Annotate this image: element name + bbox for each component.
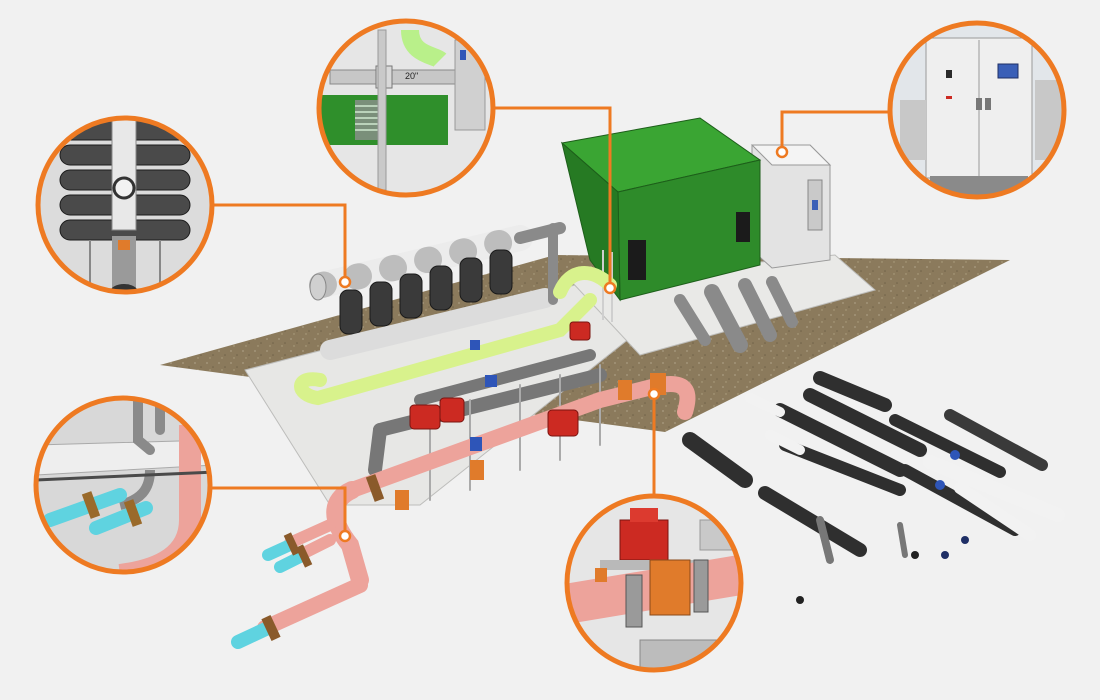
callout-filter-manifold <box>35 115 215 295</box>
cyan-inlet-pipes <box>231 539 306 649</box>
housing-outlet-pipes <box>674 276 798 353</box>
lime-pipe <box>294 266 617 406</box>
callout-valve-assembly <box>564 493 744 673</box>
callout-green-housing: 20" <box>316 18 496 198</box>
leader-inlet <box>210 486 347 536</box>
filter-manifold <box>309 222 566 360</box>
flange-couplings <box>261 474 385 641</box>
sleeve-pipes <box>682 371 1065 604</box>
valve-assembly <box>395 321 666 510</box>
callout-control-panel <box>887 20 1067 200</box>
leader-housing <box>492 106 612 288</box>
callout-inlet-pipes <box>33 395 213 575</box>
leader-end-markers <box>338 145 789 543</box>
leader-panel <box>780 110 890 150</box>
control-panel <box>750 144 832 269</box>
leader-lines <box>210 106 890 536</box>
housing-size-label: 20" <box>405 71 418 81</box>
leader-filter <box>212 203 347 282</box>
